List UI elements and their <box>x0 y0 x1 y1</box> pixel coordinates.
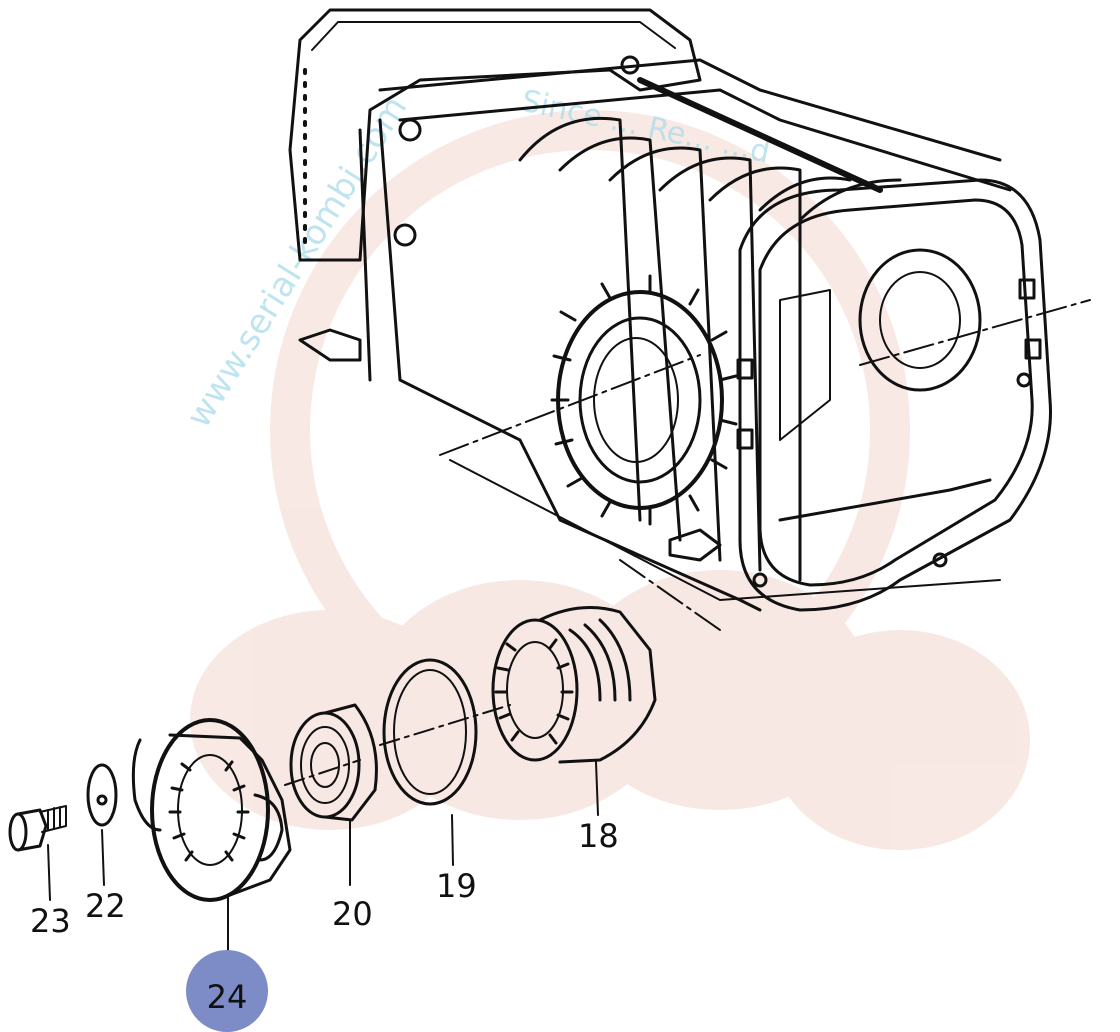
callout-18[interactable]: 18 <box>578 817 619 855</box>
callout-19[interactable]: 19 <box>436 867 477 905</box>
part-19-circlip <box>379 658 511 866</box>
part-20-bearing <box>284 703 378 886</box>
part-22-washer <box>86 763 118 886</box>
part-23-screw <box>8 805 67 901</box>
callout-24[interactable]: 24 <box>206 978 248 1016</box>
part-24-flange <box>131 718 292 951</box>
part-18-differential-sleeve <box>491 559 721 816</box>
callout-24-highlight[interactable]: 24 <box>186 950 268 1032</box>
callout-23[interactable]: 23 <box>30 902 71 940</box>
callout-20[interactable]: 20 <box>332 895 373 933</box>
callout-22[interactable]: 22 <box>85 887 126 925</box>
gearbox-housing <box>288 8 1091 612</box>
